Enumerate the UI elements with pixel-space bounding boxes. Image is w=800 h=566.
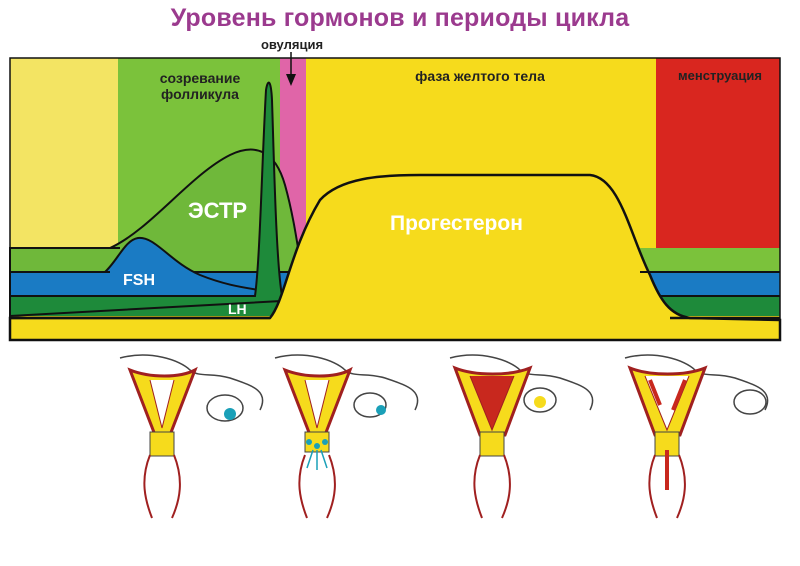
follicle-label-line1: созревание — [159, 70, 241, 86]
follicle-label-line2: фолликула — [161, 86, 239, 102]
progesterone-curve — [8, 173, 782, 342]
menstruation-label: менструация — [678, 68, 762, 83]
estrogen-curve — [9, 148, 301, 273]
progesterone-label: Прогестерон — [390, 212, 523, 235]
luteal-phase-label: фаза желтого тела — [415, 68, 545, 84]
uterus-illustration-3 — [449, 354, 594, 519]
corpus-luteum-icon — [534, 396, 546, 408]
estrogen-label: ЭСТР — [188, 198, 248, 223]
chart-frame — [9, 57, 781, 341]
uterus-illustration-4 — [624, 354, 769, 519]
released-egg-icon — [376, 405, 386, 415]
uterus-illustration-2 — [274, 354, 419, 519]
uterus-illustration-1 — [119, 354, 264, 519]
lh-label: LH — [228, 301, 247, 317]
egg-icon — [224, 408, 236, 420]
fsh-label: FSH — [123, 272, 155, 289]
page-title: Уровень гормонов и периоды цикла — [170, 4, 630, 32]
lh-curve — [9, 81, 301, 318]
ovulation-label: овуляция — [260, 37, 324, 52]
